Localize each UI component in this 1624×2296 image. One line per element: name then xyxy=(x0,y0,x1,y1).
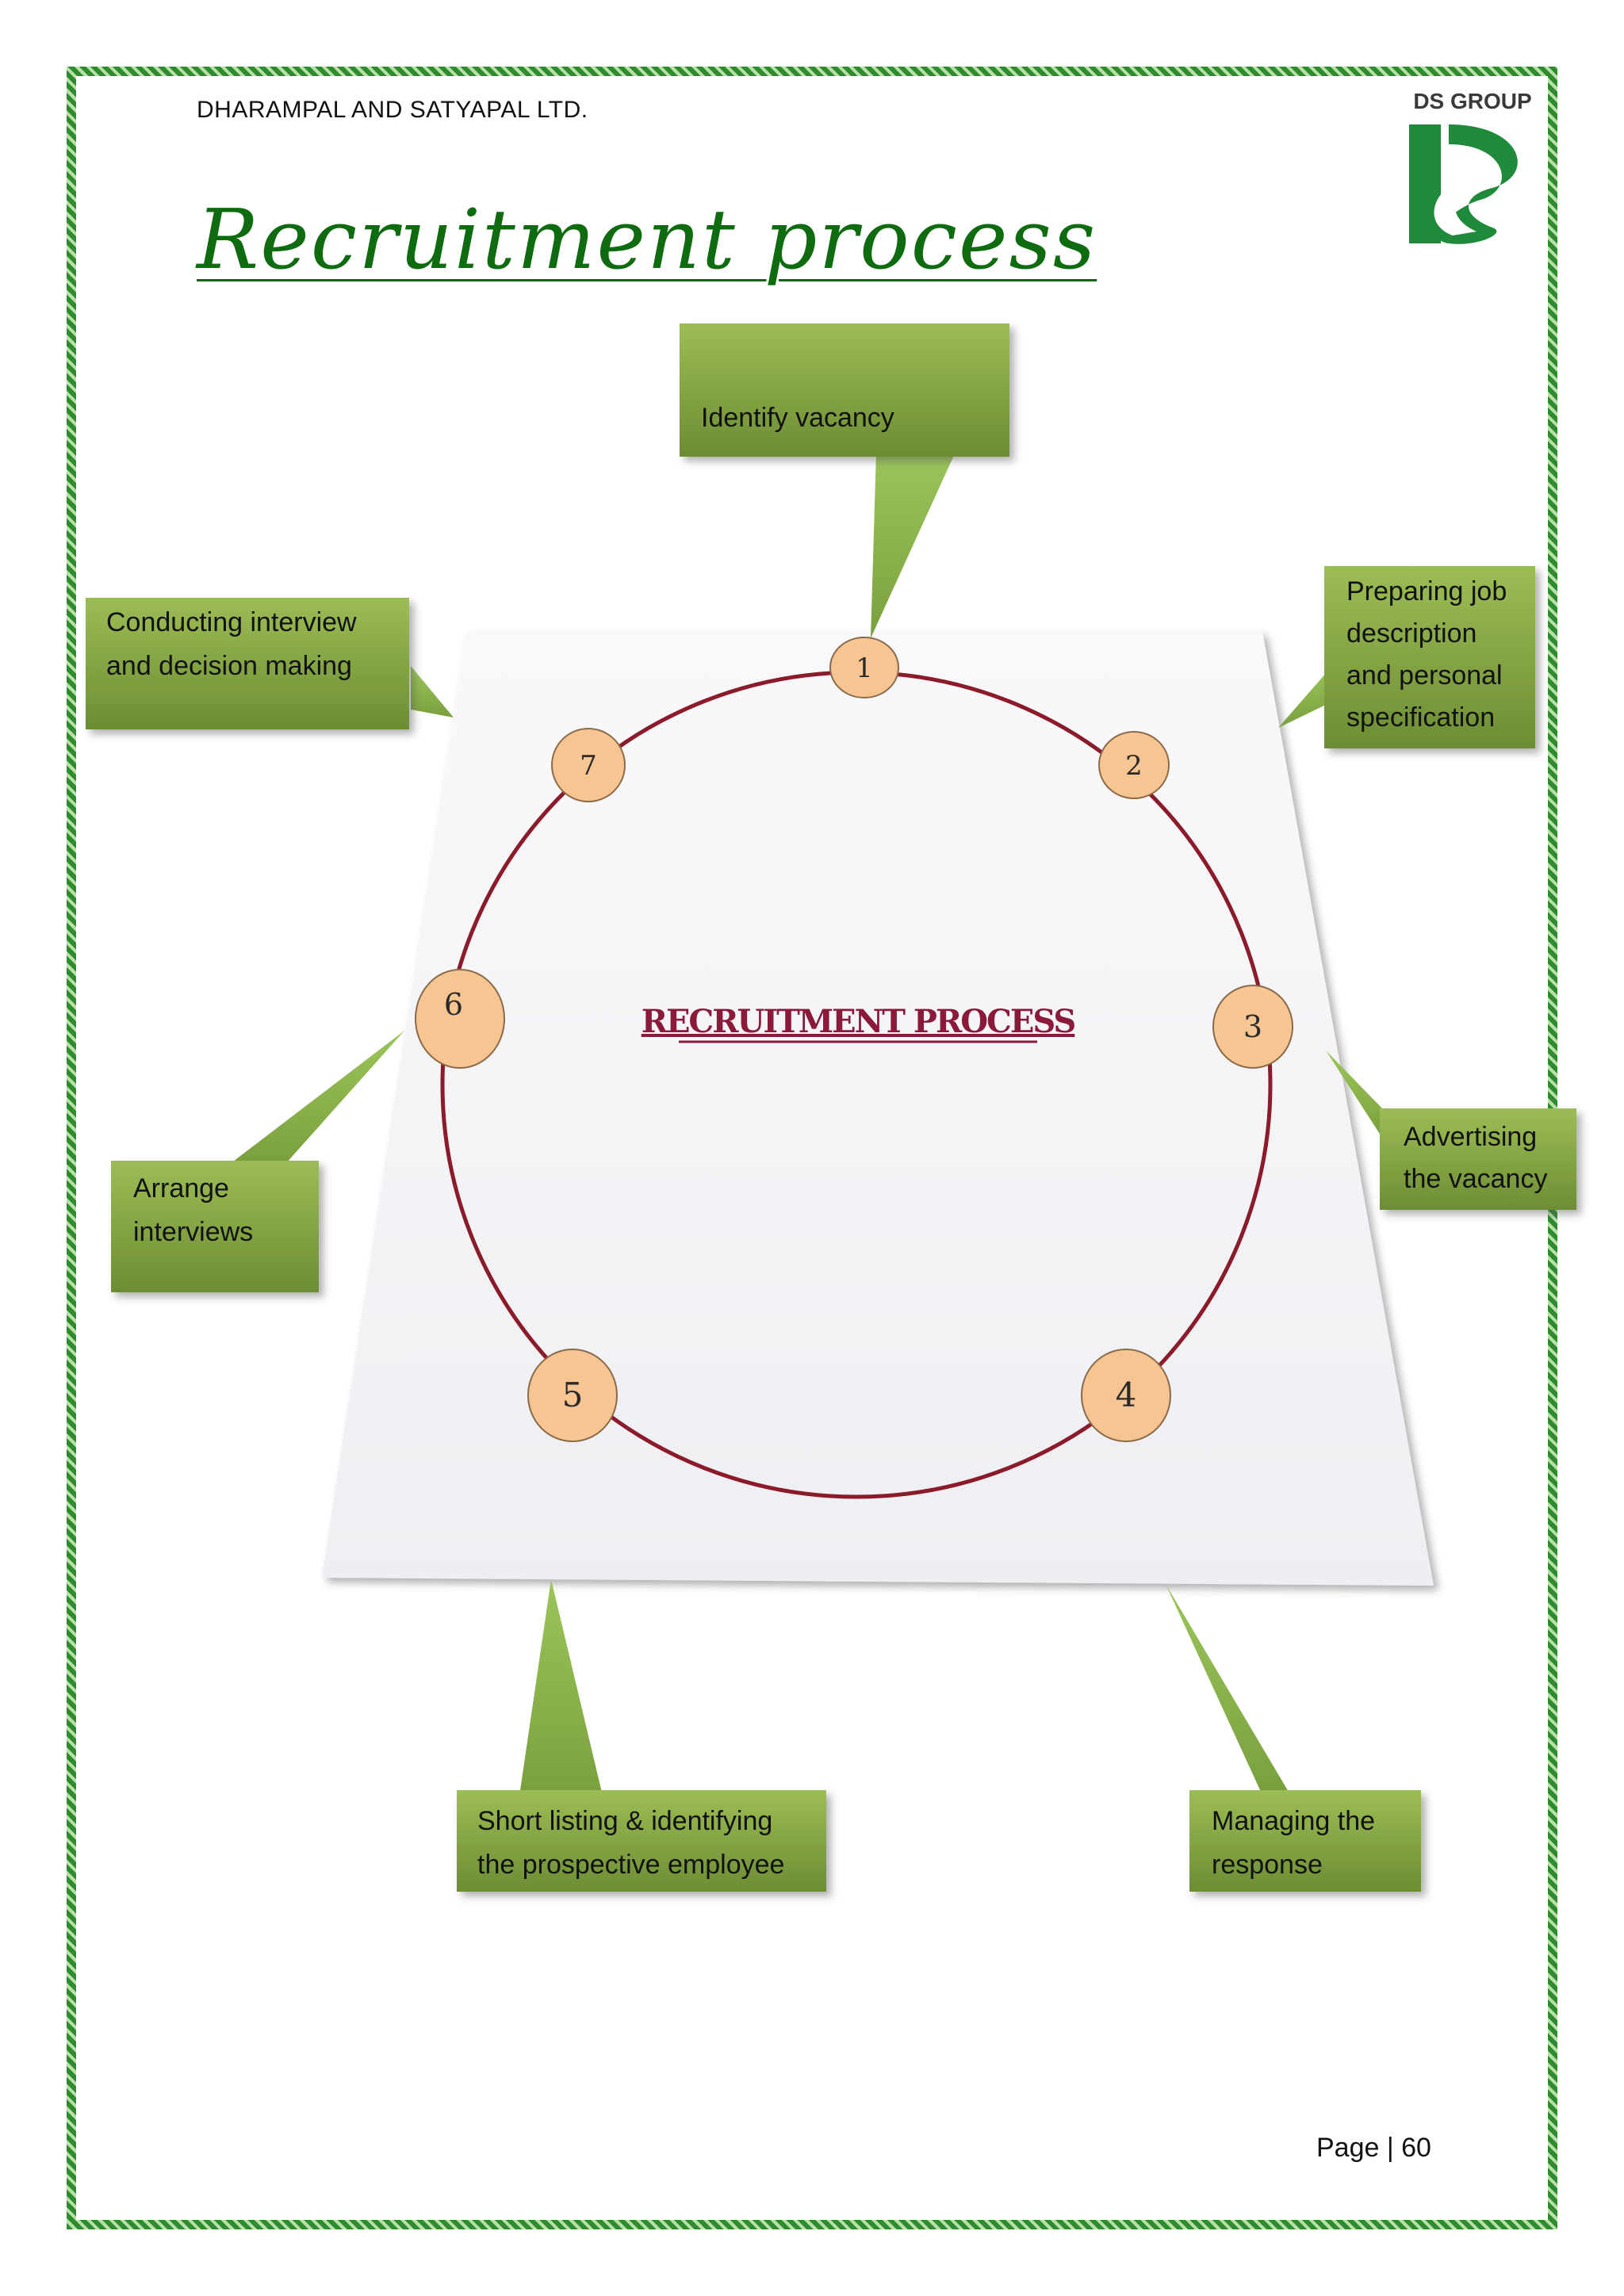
node-3-circle xyxy=(1212,985,1293,1069)
callout-7-line: Conducting interview xyxy=(106,607,357,637)
callout-3-line: the vacancy xyxy=(1404,1164,1548,1194)
center-label: RECRUITMENT PROCESS xyxy=(642,1003,1075,1040)
callout-7-box xyxy=(86,598,409,729)
callout-3-text: Advertising the vacancy xyxy=(1404,1116,1547,1200)
callout-6-box xyxy=(111,1161,319,1292)
node-7-number: 7 xyxy=(580,750,597,782)
node-4-circle xyxy=(1081,1349,1171,1442)
callout-7-text: Conducting interview and decision making xyxy=(106,601,357,688)
callout-4-pointer xyxy=(1166,1584,1289,1792)
callout-5-box xyxy=(457,1790,826,1892)
callout-2-line: and personal xyxy=(1346,660,1503,691)
callout-5-line: the prospective employee xyxy=(477,1850,785,1880)
callout-1-text: Identify vacancy xyxy=(701,396,894,439)
callout-5-line: Short listing & identifying xyxy=(477,1806,773,1836)
callout-5-pointer xyxy=(519,1579,603,1796)
callout-6-line: Arrange xyxy=(133,1173,229,1203)
node-1-circle xyxy=(829,637,899,698)
callout-3-box xyxy=(1380,1108,1576,1210)
company-name: DHARAMPAL AND SATYAPAL LTD. xyxy=(197,97,588,123)
callout-6-pointer xyxy=(230,1031,404,1164)
callout-2-line: specification xyxy=(1346,702,1496,733)
callout-2-pointer xyxy=(1278,666,1332,728)
logo-text: DS GROUP xyxy=(1413,89,1532,113)
node-7-circle xyxy=(551,728,626,802)
node-1-number: 1 xyxy=(856,652,873,684)
callout-7-pointer xyxy=(411,666,454,718)
callout-2-line: Preparing job xyxy=(1346,576,1507,607)
callout-1-box xyxy=(680,323,1009,457)
node-2-number: 2 xyxy=(1125,750,1143,782)
callout-6-line: interviews xyxy=(133,1217,254,1247)
callout-3-line: Advertising xyxy=(1404,1122,1538,1152)
callout-7-line: and decision making xyxy=(106,651,352,681)
callout-6-text: Arrange interviews xyxy=(133,1167,253,1254)
callout-1-pointer xyxy=(871,452,956,638)
node-2: 2 xyxy=(1098,731,1170,799)
callout-4-box xyxy=(1189,1790,1421,1892)
node-1: 1 xyxy=(829,637,899,698)
callout-2-text: Preparing job description and personal s… xyxy=(1346,571,1507,739)
callout-4-line: response xyxy=(1212,1850,1323,1880)
node-3: 3 xyxy=(1212,985,1293,1069)
node-5: 5 xyxy=(527,1349,618,1442)
callout-4-text: Managing the response xyxy=(1212,1800,1375,1887)
node-2-circle xyxy=(1098,731,1170,799)
node-4-number: 4 xyxy=(1116,1376,1137,1414)
callout-5-text: Short listing & identifying the prospect… xyxy=(477,1800,784,1887)
callout-2-box xyxy=(1324,566,1535,748)
node-7: 7 xyxy=(551,728,626,802)
ds-group-logo: DS GROUP xyxy=(1405,89,1540,247)
node-4: 4 xyxy=(1081,1349,1171,1442)
node-3-number: 3 xyxy=(1243,1009,1262,1044)
callout-3-pointer xyxy=(1326,1050,1384,1140)
callout-2-line: description xyxy=(1346,618,1477,649)
callout-4-line: Managing the xyxy=(1212,1806,1376,1836)
node-5-circle xyxy=(527,1349,618,1442)
diagram-paper xyxy=(322,631,1434,1586)
node-6: 6 xyxy=(415,969,505,1069)
page-number: Page | 60 xyxy=(1316,2133,1431,2163)
node-6-number: 6 xyxy=(444,987,463,1022)
page-title: Recruitment process xyxy=(197,191,1097,288)
callout-1-line: Identify vacancy xyxy=(701,403,894,433)
node-6-circle xyxy=(415,969,505,1069)
node-5-number: 5 xyxy=(562,1376,584,1414)
